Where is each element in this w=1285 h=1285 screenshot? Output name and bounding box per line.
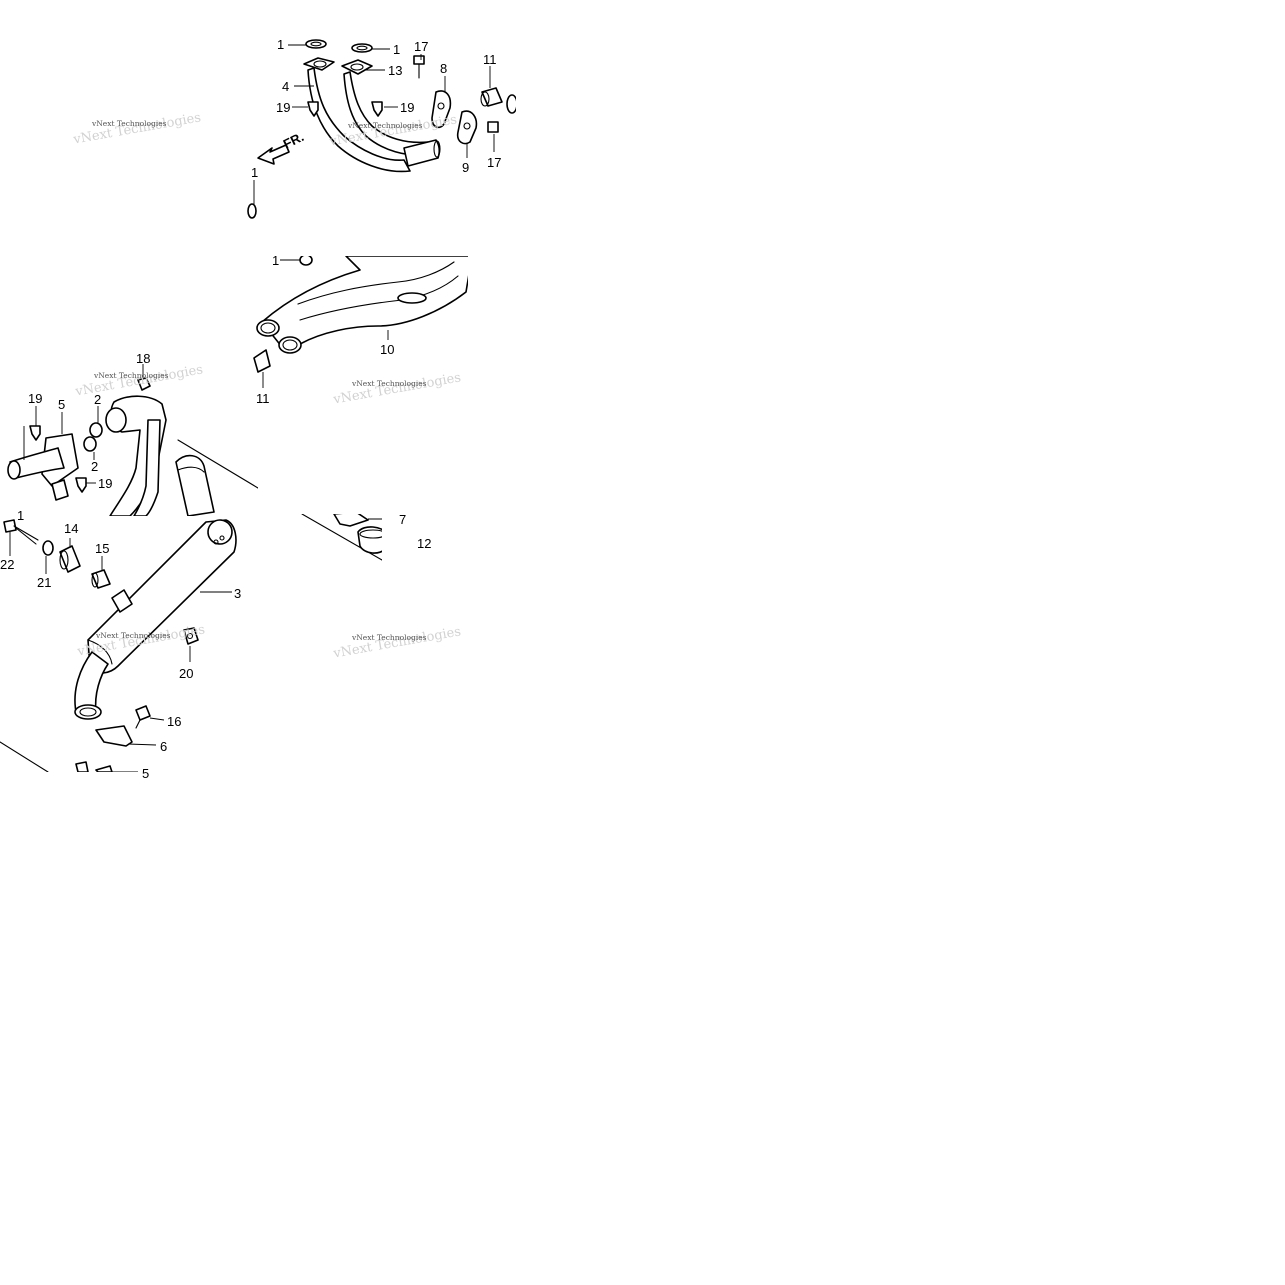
elbow-pipe [9, 447, 65, 479]
callout: 1 [393, 42, 400, 57]
bolt-19d [75, 477, 87, 493]
tile-connecting-pipes [7, 364, 258, 516]
callout: 17 [487, 155, 501, 170]
watermark: vNext Technologies [93, 371, 169, 380]
flange-4 [303, 57, 335, 71]
gasket-2a [89, 422, 103, 438]
callout: 12 [417, 536, 431, 551]
collar-11 [481, 87, 503, 107]
callout: 22 [0, 557, 14, 572]
tile-exhaust-chamber-callouts: 1 10 11 [256, 253, 394, 406]
watermark: vNext Technologies [347, 121, 423, 130]
callout: 11 [256, 391, 270, 406]
callout: 19 [98, 476, 112, 491]
callout: 3 [234, 586, 241, 601]
chamber-10 [261, 256, 468, 353]
gasket-1a [305, 39, 327, 49]
clip-bottom [95, 765, 113, 772]
callout: 19 [400, 100, 414, 115]
callout: 21 [37, 575, 51, 590]
callout: 15 [95, 541, 109, 556]
callout: 1 [277, 37, 284, 52]
muffler-bracket [111, 589, 133, 613]
callout: 6 [160, 739, 167, 754]
callout: 10 [380, 342, 394, 357]
gasket-1c [247, 203, 257, 219]
tile-exhaust-pipes: FR. [247, 39, 516, 219]
rear-pipe [133, 419, 161, 516]
watermark: vNext Technologies [71, 110, 202, 147]
rubber-12 [357, 526, 382, 554]
callout: 14 [64, 521, 78, 536]
stay-7 [333, 514, 369, 527]
watermark: vNext Technologies [73, 362, 204, 399]
flange-13 [341, 59, 373, 75]
tile-exhaust-pipes-callouts: 1 1 4 13 17 8 11 19 19 9 17 1 [251, 37, 501, 180]
chamber-port [397, 292, 427, 304]
bolt-1b [51, 479, 69, 501]
watermark: vNext Technologies [351, 379, 427, 388]
callout: 2 [91, 459, 98, 474]
exhaust-pipe-front [307, 67, 411, 173]
bracket-6 [95, 725, 133, 747]
tile-connecting-pipes-callouts: 18 19 5 2 2 19 1 [17, 351, 150, 523]
watermark: vNext Technologies [331, 370, 462, 407]
gasket-1d [299, 256, 313, 266]
callout: 9 [462, 160, 469, 175]
bolt-19c [29, 425, 41, 441]
pipe-joint [403, 139, 441, 167]
gasket-edge [506, 94, 516, 114]
callout: 18 [136, 351, 150, 366]
washer-21 [42, 540, 54, 556]
callout: 4 [282, 79, 289, 94]
bolt-17b [487, 121, 499, 133]
gasket-1b [351, 43, 373, 53]
tile-muffler [0, 514, 382, 772]
bolt-19b [371, 101, 383, 117]
callout: 2 [94, 392, 101, 407]
collar-15 [91, 569, 111, 589]
muffler-joint [175, 454, 215, 516]
callout: 20 [179, 666, 193, 681]
chamber-outlet-a [256, 319, 280, 337]
callout: 8 [440, 61, 447, 76]
callout: 11 [483, 52, 497, 67]
callout: 1 [272, 253, 279, 268]
nut-20 [183, 627, 199, 645]
callout: 19 [28, 391, 42, 406]
bolt-17a [413, 55, 425, 65]
rubber-14 [59, 545, 81, 573]
watermark: vNext Technologies [351, 633, 427, 642]
callout: 16 [167, 714, 181, 729]
clamp-9 [456, 110, 478, 145]
watermark: vNext Technologies [95, 631, 171, 640]
callout: 1 [17, 508, 24, 523]
callout: 17 [414, 39, 428, 54]
watermark: vNext Technologies [331, 624, 462, 661]
tile-exhaust-chamber [253, 256, 468, 388]
bolt-bottom [75, 761, 89, 772]
callout: 1 [251, 165, 258, 180]
watermarks: vNext Technologies vNext Technologies vN… [71, 110, 462, 661]
tile-muffler-callouts: 14 15 22 21 3 20 16 6 7 12 5 [0, 512, 431, 781]
callout: 5 [142, 766, 149, 781]
gasket-2b [83, 436, 97, 452]
callout: 13 [388, 63, 402, 78]
bolt-16 [135, 705, 151, 721]
callout: 19 [276, 100, 290, 115]
bolt-22 [3, 519, 17, 533]
watermark: vNext Technologies [91, 119, 167, 128]
bolt-19a [307, 101, 319, 117]
front-arrow-icon [257, 144, 290, 165]
collar-11b [253, 349, 271, 373]
callout: 7 [399, 512, 406, 527]
muffler-inlet [74, 651, 109, 713]
nut-18 [137, 377, 151, 391]
callout: 5 [58, 397, 65, 412]
chamber-outlet-b [278, 336, 302, 354]
